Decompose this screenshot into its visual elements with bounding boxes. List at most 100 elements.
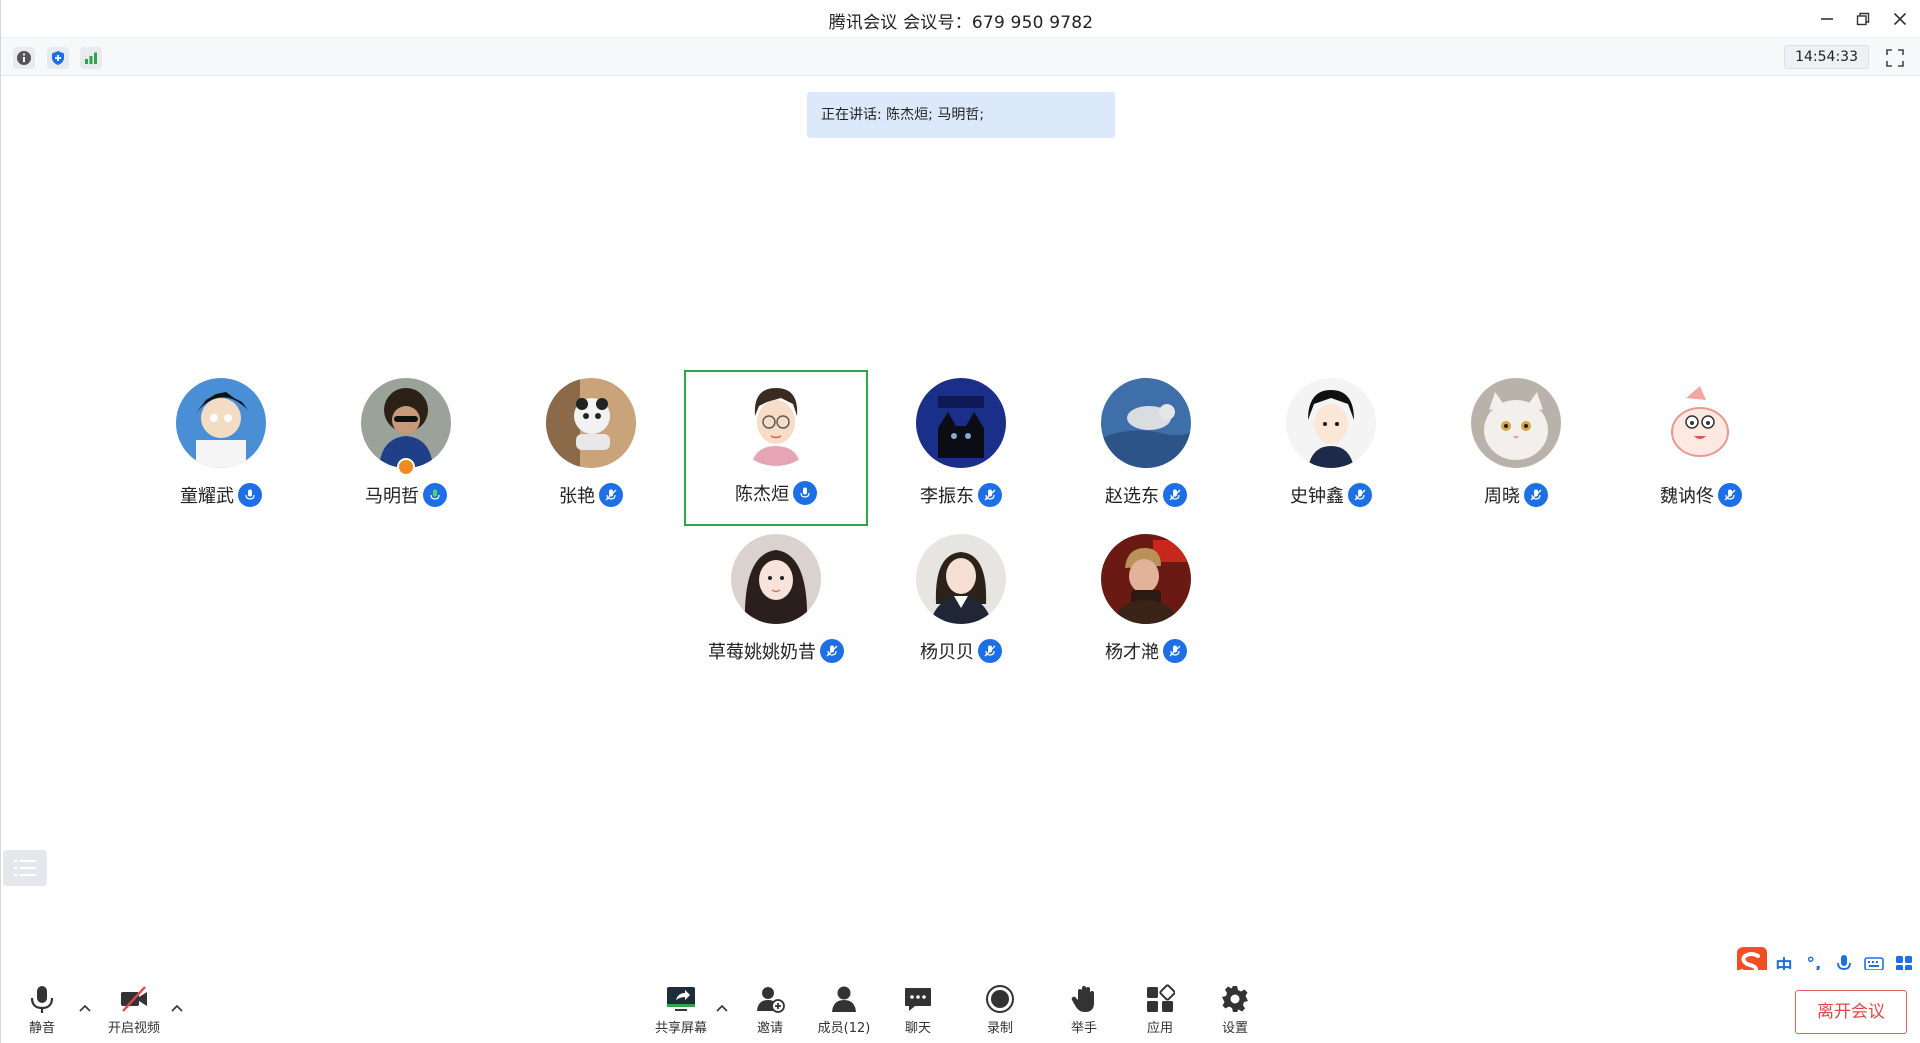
participant-name: 杨才滟 <box>1105 642 1159 663</box>
audio-options-caret[interactable] <box>77 1000 93 1016</box>
restore-icon <box>1856 12 1870 26</box>
mic-muted-icon <box>820 639 844 663</box>
participant-name: 史钟鑫 <box>1290 486 1344 507</box>
participant-name: 李振东 <box>920 486 974 507</box>
mic-speaking-icon <box>423 483 447 507</box>
participant-tile[interactable]: 杨贝贝 <box>869 528 1053 682</box>
participant-tile[interactable]: 马明哲 <box>314 372 498 526</box>
participant-name: 张艳 <box>559 486 595 507</box>
speaking-banner: 正在讲话: 陈杰烜; 马明哲; <box>807 92 1115 138</box>
camera-off-icon <box>121 986 147 1012</box>
meeting-clock: 14:54:33 <box>1784 45 1869 69</box>
participant-tile[interactable]: 赵选东 <box>1054 372 1238 526</box>
record-icon <box>986 985 1014 1013</box>
participant-tile[interactable]: 魏讷佟 <box>1609 372 1793 526</box>
meeting-info-bar: 14:54:33 <box>1 38 1920 76</box>
participant-tile[interactable]: 周晓 <box>1424 372 1608 526</box>
close-button[interactable] <box>1883 4 1917 34</box>
avatar <box>361 378 451 468</box>
participant-tile[interactable]: 张艳 <box>499 372 683 526</box>
info-icon <box>17 51 31 65</box>
participant-name: 赵选东 <box>1105 486 1159 507</box>
mic-muted-icon <box>978 639 1002 663</box>
record-button[interactable]: 录制 <box>965 984 1035 1040</box>
share-screen-button[interactable]: 共享屏幕 <box>646 984 716 1040</box>
settings-button[interactable]: 设置 <box>1200 984 1270 1040</box>
ime-toolbox-button[interactable] <box>1889 949 1919 979</box>
meeting-toolbar: 静音 开启视频 共享屏幕 邀请 成员(12) 聊天 <box>1 970 1920 1043</box>
list-icon <box>14 860 36 876</box>
participant-tile-active[interactable]: 陈杰烜 <box>684 370 868 526</box>
avatar <box>1471 378 1561 468</box>
microphone-icon <box>30 986 54 1013</box>
participant-tile[interactable]: 李振东 <box>869 372 1053 526</box>
avatar <box>916 534 1006 624</box>
mute-button[interactable]: 静音 <box>7 984 77 1040</box>
meeting-info-button[interactable] <box>13 47 35 69</box>
shield-icon <box>52 51 64 65</box>
participant-tile[interactable]: 杨才滟 <box>1054 528 1238 682</box>
participant-name: 草莓姚姚奶昔 <box>708 642 816 663</box>
participant-tile[interactable]: 童耀武 <box>129 372 313 526</box>
chat-button[interactable]: 聊天 <box>883 984 953 1040</box>
avatar <box>176 378 266 468</box>
title-bar: 腾讯会议 会议号：679 950 9782 <box>1 0 1920 38</box>
participant-tile[interactable]: 草莓姚姚奶昔 <box>684 528 868 682</box>
avatar <box>546 378 636 468</box>
fullscreen-button[interactable] <box>1883 46 1907 70</box>
participant-name: 杨贝贝 <box>920 642 974 663</box>
share-label: 共享屏幕 <box>654 1021 707 1036</box>
video-options-caret[interactable] <box>169 1000 185 1016</box>
minimize-icon <box>1821 18 1833 20</box>
raise-hand-label: 举手 <box>1070 1021 1097 1036</box>
settings-label: 设置 <box>1221 1021 1248 1036</box>
video-label: 开启视频 <box>107 1021 160 1036</box>
ime-punct-toggle[interactable]: °, <box>1806 954 1822 974</box>
mic-muted-icon <box>1524 483 1548 507</box>
member-list-toggle[interactable] <box>3 850 47 886</box>
avatar <box>1286 378 1376 468</box>
security-button[interactable] <box>47 47 69 69</box>
chat-icon <box>905 988 931 1011</box>
invite-button[interactable]: 邀请 <box>735 984 805 1040</box>
invite-label: 邀请 <box>756 1021 783 1036</box>
grid-icon <box>1896 956 1912 972</box>
share-options-caret[interactable] <box>714 1000 730 1016</box>
mic-muted-icon <box>1163 483 1187 507</box>
chat-label: 聊天 <box>904 1021 931 1036</box>
apps-label: 应用 <box>1146 1021 1173 1036</box>
window-title: 腾讯会议 会议号：679 950 9782 <box>828 13 1094 33</box>
avatar <box>916 378 1006 468</box>
participant-name: 周晓 <box>1484 486 1520 507</box>
avatar <box>731 534 821 624</box>
participant-tile[interactable]: 史钟鑫 <box>1239 372 1423 526</box>
gear-icon <box>1222 986 1248 1012</box>
mute-label: 静音 <box>28 1021 55 1036</box>
leave-meeting-button[interactable]: 离开会议 <box>1795 990 1907 1034</box>
hand-icon <box>1071 986 1094 1012</box>
mic-on-icon <box>238 483 262 507</box>
participant-name: 马明哲 <box>365 486 419 507</box>
restore-button[interactable] <box>1846 4 1880 34</box>
avatar <box>1101 534 1191 624</box>
minimize-button[interactable] <box>1810 4 1844 34</box>
avatar <box>731 376 821 466</box>
chevron-up-icon <box>716 1004 728 1012</box>
chevron-up-icon <box>171 1004 183 1012</box>
participant-name: 魏讷佟 <box>1660 486 1714 507</box>
fullscreen-icon <box>1886 49 1904 67</box>
start-video-button[interactable]: 开启视频 <box>99 984 169 1040</box>
raise-hand-button[interactable]: 举手 <box>1049 984 1119 1040</box>
chevron-up-icon <box>79 1004 91 1012</box>
host-icon <box>397 458 415 476</box>
apps-icon <box>1147 984 1175 1012</box>
apps-button[interactable]: 应用 <box>1125 984 1195 1040</box>
mic-muted-icon <box>1348 483 1372 507</box>
mic-muted-icon <box>978 483 1002 507</box>
network-status-button[interactable] <box>80 47 102 69</box>
close-icon <box>1893 12 1907 26</box>
participant-name: 陈杰烜 <box>735 484 789 505</box>
signal-bars-icon <box>85 52 97 64</box>
members-button[interactable]: 成员(12) <box>809 984 879 1040</box>
